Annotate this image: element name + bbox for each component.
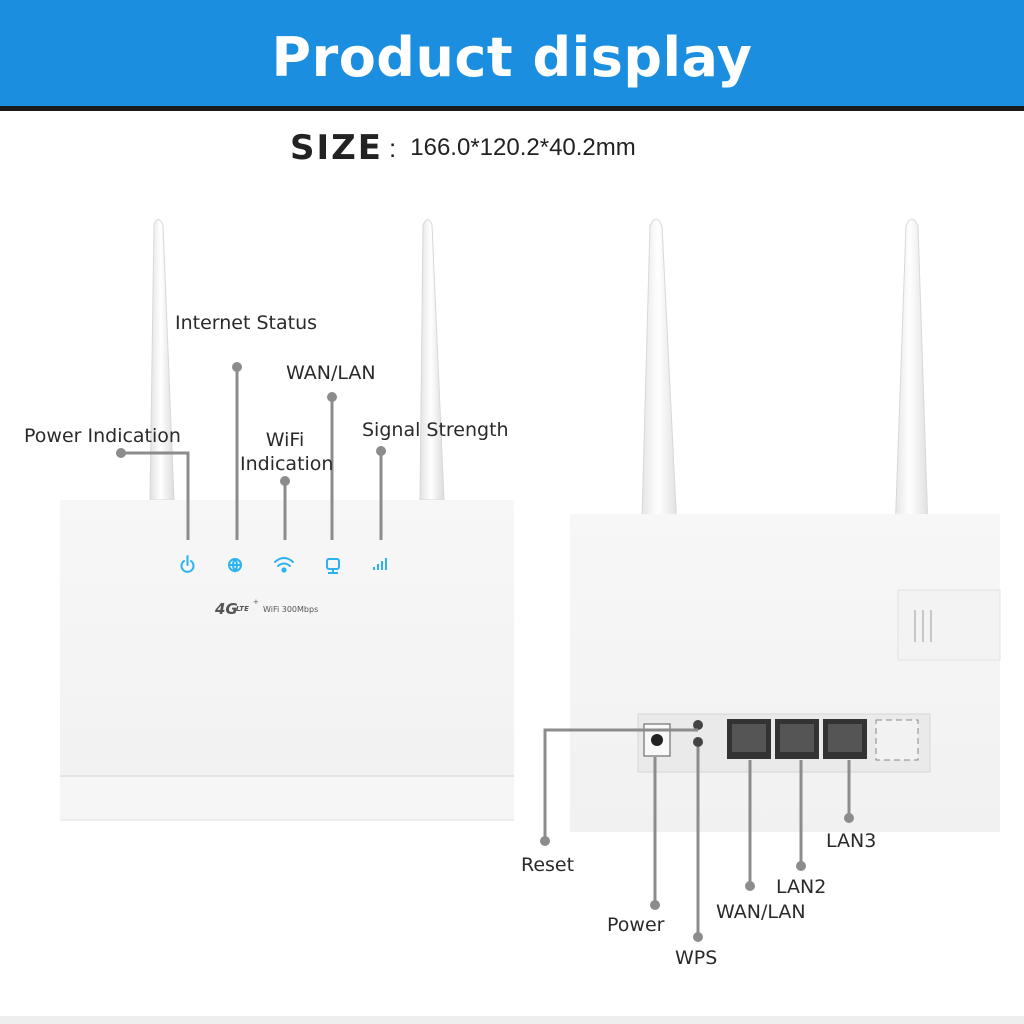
back-antenna-right [892, 218, 931, 591]
label-power: Power [607, 914, 665, 936]
size-row: SIZE : 166.0*120.2*40.2mm [290, 126, 636, 170]
logo-text: WiFi 300Mbps [263, 605, 318, 614]
back-antenna-left [639, 218, 681, 591]
label-wan-lan-back: WAN/LAN [716, 901, 806, 923]
leader-power-indication [121, 451, 190, 540]
label-wps: WPS [675, 947, 718, 969]
label-wifi-line2: Indication [240, 453, 334, 475]
label-wifi-line1: WiFi [265, 429, 305, 451]
label-lan3: LAN3 [826, 830, 877, 852]
logo-4g: 4G [214, 600, 238, 618]
logo-lte: LTE [236, 605, 249, 613]
leader-reset [543, 728, 698, 841]
label-signal-strength: Signal Strength [362, 419, 509, 441]
sim-slot-cover [897, 589, 1001, 661]
label-lan2: LAN2 [776, 876, 827, 898]
label-power-indication: Power Indication [24, 425, 181, 447]
logo-plus: + [253, 598, 259, 606]
front-router-body [60, 500, 514, 818]
front-antenna-right [419, 219, 445, 501]
bottom-strip [0, 1016, 1024, 1024]
wps-button [693, 737, 703, 747]
power-icon [180, 555, 195, 573]
size-value: 166.0*120.2*40.2mm [410, 134, 636, 161]
back-router [540, 218, 1001, 942]
front-router-base [60, 775, 514, 821]
title-banner [0, 0, 1024, 106]
size-separator: : [389, 132, 397, 163]
ethernet-ports [727, 719, 867, 759]
label-reset: Reset [521, 854, 575, 876]
front-antenna-left [149, 219, 175, 501]
banner-divider [0, 106, 1024, 111]
label-wan-lan-front: WAN/LAN [286, 362, 376, 384]
back-router-body [570, 514, 1000, 832]
page-title: Product display [271, 26, 753, 89]
reset-button [693, 720, 703, 730]
label-wifi-indication: WiFi Indication [240, 428, 334, 476]
globe-icon [228, 558, 242, 573]
front-router: 4G LTE + WiFi 300Mbps [60, 219, 514, 821]
size-label: SIZE [290, 128, 384, 168]
signal-bars-icon [373, 558, 387, 570]
lan-icon [326, 558, 340, 574]
usb-port-outline [875, 719, 919, 761]
label-internet-status: Internet Status [175, 312, 318, 334]
wifi-icon [274, 557, 294, 573]
